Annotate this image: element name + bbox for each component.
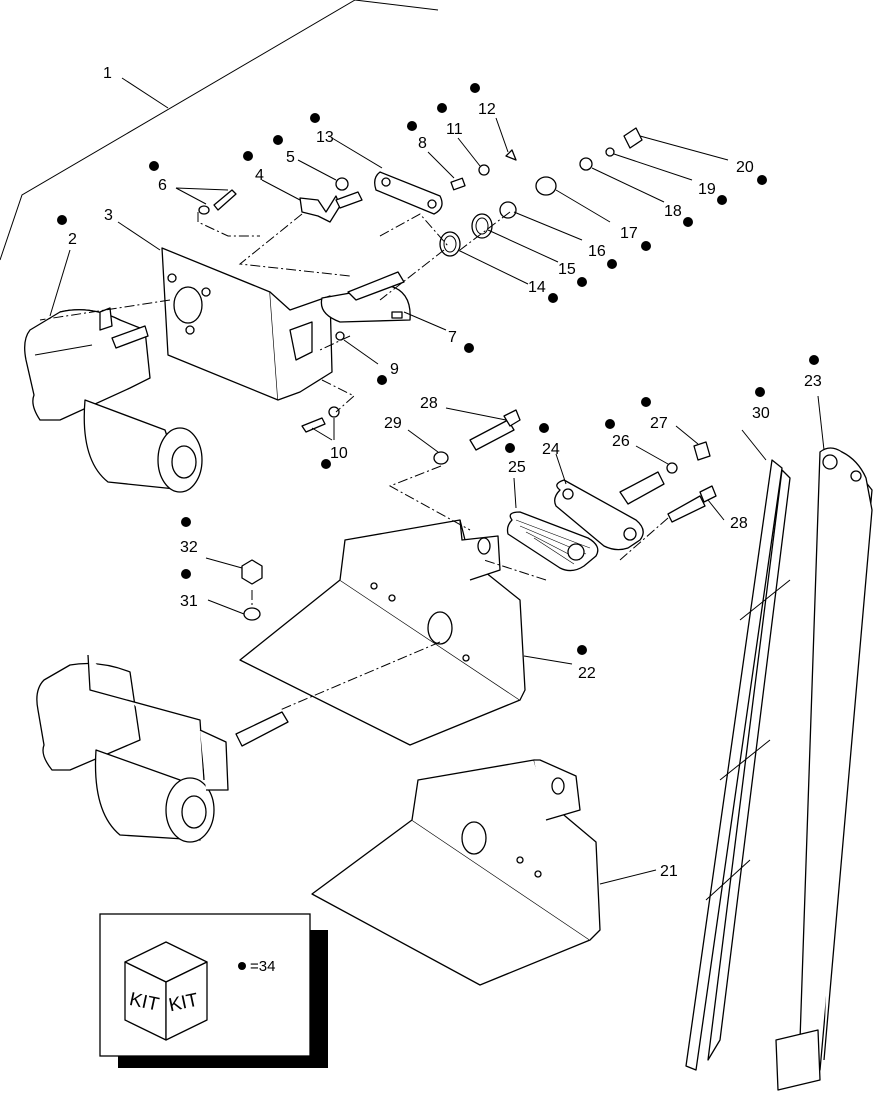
assembly-lines-middle xyxy=(251,465,669,711)
callout-11: 11 xyxy=(446,121,463,138)
kit-dot-27 xyxy=(641,397,651,407)
callout-12: 12 xyxy=(478,101,496,118)
callout-26: 26 xyxy=(612,433,630,450)
hardware-9-10 xyxy=(301,331,345,433)
wiper-arm xyxy=(775,447,873,1091)
kit-dot-7 xyxy=(464,343,474,353)
kit-dot-26 xyxy=(605,419,615,429)
kit-dot-16 xyxy=(607,259,617,269)
upper-mount-bracket xyxy=(161,247,333,401)
callout-23: 23 xyxy=(804,373,822,390)
middle-mount-plate xyxy=(239,519,526,746)
callout-17: 17 xyxy=(620,225,638,242)
screw-6 xyxy=(198,189,237,215)
kit-dot-5 xyxy=(273,135,283,145)
callout-8: 8 xyxy=(418,135,427,152)
lower-mount-plate xyxy=(311,759,601,986)
callout-16: 16 xyxy=(588,243,606,260)
callout-labels: 1 2 3 4 5 6 7 8 9 10 11 12 13 14 15 16 1… xyxy=(68,65,822,880)
callout-4: 4 xyxy=(255,167,264,184)
hardware-26-27 xyxy=(666,441,711,474)
kit-dot-19 xyxy=(717,195,727,205)
kit-dot-25 xyxy=(505,443,515,453)
kit-dot-22 xyxy=(577,645,587,655)
small-bracket xyxy=(299,191,363,223)
callout-2: 2 xyxy=(68,231,77,248)
callout-9: 9 xyxy=(390,361,399,378)
callout-28-lower: 28 xyxy=(730,515,748,532)
kit-dot-20 xyxy=(757,175,767,185)
kit-dot-23 xyxy=(809,355,819,365)
wiper-motor-lower xyxy=(36,654,289,843)
callout-15: 15 xyxy=(558,261,576,278)
callout-19: 19 xyxy=(698,181,716,198)
callout-22: 22 xyxy=(578,665,596,682)
callout-30: 30 xyxy=(752,405,770,422)
kit-dot-13 xyxy=(310,113,320,123)
kit-dot-15 xyxy=(577,277,587,287)
legend-kit-marker-text: =34 xyxy=(250,958,275,975)
kit-dot-4 xyxy=(243,151,253,161)
callout-3: 3 xyxy=(104,207,113,224)
kit-dot-32 xyxy=(181,517,191,527)
kit-dot-18 xyxy=(683,217,693,227)
kit-dot-14 xyxy=(548,293,558,303)
callout-7: 7 xyxy=(448,329,457,346)
assembly-lines-upper xyxy=(39,211,511,413)
callout-21: 21 xyxy=(660,863,678,880)
callout-14: 14 xyxy=(528,279,546,296)
kit-dot-8 xyxy=(407,121,417,131)
kit-dot-9 xyxy=(377,375,387,385)
callout-13: 13 xyxy=(316,129,334,146)
callout-5: 5 xyxy=(286,149,295,166)
kit-marker-dots xyxy=(57,83,819,655)
callout-28-upper: 28 xyxy=(420,395,438,412)
kit-dot-31 xyxy=(181,569,191,579)
callout-25: 25 xyxy=(508,459,526,476)
callout-31: 31 xyxy=(180,593,198,610)
kit-dot-10 xyxy=(321,459,331,469)
legend-kit-dot xyxy=(238,962,246,970)
nut-5 xyxy=(335,177,349,191)
pivot-link xyxy=(374,171,443,215)
kit-dot-2 xyxy=(57,215,67,225)
callout-24: 24 xyxy=(542,441,560,458)
kit-dot-17 xyxy=(641,241,651,251)
kit-dot-11 xyxy=(437,103,447,113)
callout-32: 32 xyxy=(180,539,198,556)
pivot-plate xyxy=(554,471,665,551)
callout-10: 10 xyxy=(330,445,348,462)
kit-dot-30 xyxy=(755,387,765,397)
callout-1: 1 xyxy=(103,65,112,82)
callout-leaders xyxy=(49,77,825,885)
callout-29: 29 xyxy=(384,415,402,432)
wiper-motor-upper xyxy=(24,307,203,493)
wiper-blade xyxy=(685,459,791,1071)
kit-legend: KIT KIT =34 xyxy=(99,913,328,1068)
kit-boundary-line xyxy=(0,0,439,261)
kit-cube-icon xyxy=(124,941,208,1041)
crank-arm xyxy=(320,271,411,323)
callout-27: 27 xyxy=(650,415,668,432)
small-hardware-upper xyxy=(450,149,517,191)
callout-18: 18 xyxy=(664,203,682,220)
kit-dot-12 xyxy=(470,83,480,93)
kit-dot-6 xyxy=(149,161,159,171)
kit-dot-24 xyxy=(539,423,549,433)
callout-6: 6 xyxy=(158,177,167,194)
callout-20: 20 xyxy=(736,159,754,176)
bolts-28-29 xyxy=(433,409,717,523)
washers-bushings xyxy=(439,127,643,257)
gasket xyxy=(506,511,599,572)
